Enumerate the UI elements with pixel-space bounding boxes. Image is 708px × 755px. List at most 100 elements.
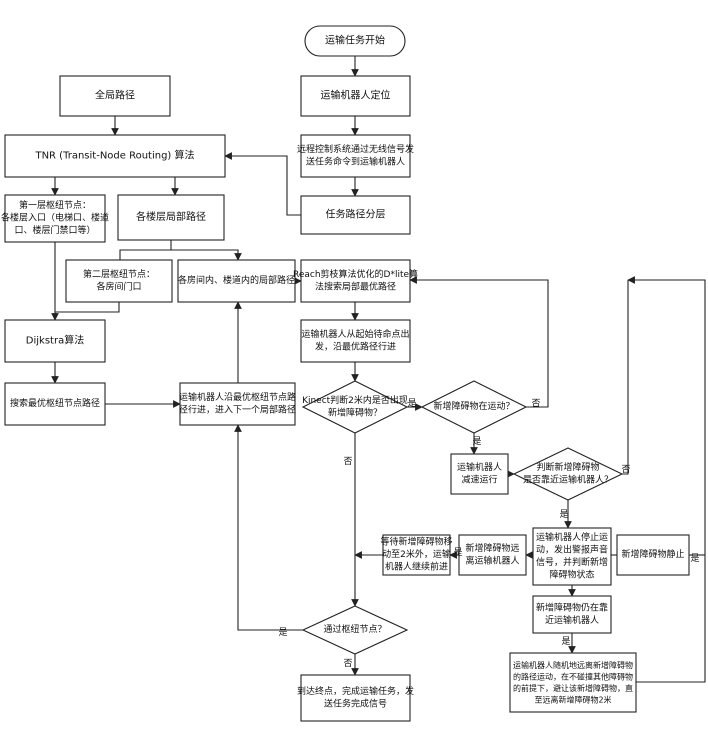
node-end: 到达终点，完成运输任务，发送任务完成信号 bbox=[297, 675, 414, 721]
node-layer: 任务路径分层 bbox=[301, 196, 410, 234]
yes-label: 是 bbox=[561, 636, 570, 647]
node-text: 动，发出警报声音 bbox=[536, 543, 608, 555]
node-bypass: 运输机器人随机地远离新增障碍物的路径运动，在不碰撞其他障碍物的前提下，避让该新增… bbox=[510, 653, 636, 712]
node-text: 全局路径 bbox=[95, 89, 135, 102]
node-kinect: Kinect判断2米内是否出现新增障碍物？ bbox=[302, 381, 408, 433]
node-text: 是否靠近运输机器人？ bbox=[523, 473, 613, 485]
node-search_opt: 搜索最优枢纽节点路径 bbox=[5, 383, 105, 425]
node-hub: 通过枢纽节点？ bbox=[303, 606, 407, 654]
node-text: 运输机器人 bbox=[457, 461, 502, 473]
node-static: 新增障碍物静止 bbox=[617, 535, 689, 575]
node-text: 送任务完成信号 bbox=[324, 697, 387, 709]
node-text: 第二层枢纽节点： bbox=[83, 268, 155, 280]
yes-label: 是 bbox=[278, 627, 287, 638]
process-shape bbox=[533, 596, 611, 633]
yes-label: 是 bbox=[407, 398, 416, 409]
process-shape bbox=[301, 260, 410, 302]
node-still: 新增障碍物仍在靠近运输机器人 bbox=[533, 596, 611, 633]
connector bbox=[225, 156, 301, 215]
shapes: 运输任务开始运输机器人定位远程控制系统通过无线信号发送任务命令到运输机器人任务路… bbox=[1, 26, 689, 721]
no-label: 否 bbox=[343, 658, 352, 669]
node-text: 到达终点，完成运输任务，发 bbox=[297, 685, 414, 697]
node-text: 运输机器人随机地远离新增障碍物 bbox=[513, 660, 633, 670]
node-text: 减速运行 bbox=[461, 473, 497, 485]
yes-label: 是 bbox=[472, 436, 481, 447]
node-text: 各房间内、楼道内的局部路径 bbox=[178, 274, 295, 286]
process-shape bbox=[301, 675, 410, 721]
node-moving: 新增障碍物在运动？ bbox=[422, 381, 526, 433]
process-shape bbox=[451, 454, 508, 494]
node-text: 新增障碍物静止 bbox=[621, 548, 684, 560]
connector bbox=[171, 250, 238, 260]
decision-shape bbox=[514, 448, 622, 500]
node-text: 运输机器人从起始待命点出 bbox=[301, 328, 409, 340]
node-text: 径行进，进入下一个局部路径 bbox=[179, 403, 296, 415]
node-dijkstra: Dijkstra算法 bbox=[5, 320, 105, 362]
node-text: 运输机器人停止运 bbox=[536, 531, 608, 543]
process-shape bbox=[301, 320, 410, 362]
node-text: 障碍物状态 bbox=[549, 568, 594, 580]
node-layer2: 第二层枢纽节点：各房间门口 bbox=[66, 260, 172, 302]
node-text: 送任务命令到运输机器人 bbox=[306, 155, 405, 167]
node-text: Dijkstra算法 bbox=[26, 334, 84, 347]
node-text: 远程控制系统通过无线信号发 bbox=[297, 143, 414, 155]
node-text: 运输机器人沿最优枢纽节点路 bbox=[179, 391, 296, 403]
node-text: 各楼层局部路径 bbox=[136, 210, 206, 223]
connector bbox=[622, 280, 628, 474]
node-locate: 运输机器人定位 bbox=[301, 76, 410, 116]
node-text: 信号，并判断新增 bbox=[536, 556, 608, 568]
node-text: 离运输机器人 bbox=[465, 554, 519, 566]
node-text: 判断新增障碍物 bbox=[536, 461, 599, 473]
node-text: 近运输机器人 bbox=[545, 614, 599, 626]
node-text: 法搜索局部最优路径 bbox=[315, 280, 396, 292]
node-text: 各房间门口 bbox=[96, 280, 141, 292]
connector bbox=[120, 240, 171, 260]
node-wait: 等待新增障碍物移动至2米外，运输机器人继续前进 bbox=[380, 535, 452, 575]
no-label: 否 bbox=[531, 398, 540, 409]
connector bbox=[55, 302, 119, 312]
node-text: 等待新增障碍物移 bbox=[380, 536, 452, 548]
process-shape bbox=[301, 135, 410, 177]
node-text: 第一层枢纽节点： bbox=[19, 199, 91, 211]
yes-label: 是 bbox=[453, 547, 462, 558]
no-label: 否 bbox=[621, 464, 630, 475]
node-depart: 运输机器人从起始待命点出发，沿最优路径行进 bbox=[301, 320, 410, 362]
node-slow: 运输机器人减速运行 bbox=[451, 454, 508, 494]
node-text: 的路径运动，在不碰撞其他障碍物 bbox=[513, 671, 633, 681]
node-away: 新增障碍物远离运输机器人 bbox=[459, 535, 526, 575]
node-text: 新增障碍物？ bbox=[328, 406, 382, 418]
node-text: 新增障碍物在运动？ bbox=[433, 400, 514, 412]
node-stop: 运输机器人停止运动，发出警报声音信号，并判断新增障碍物状态 bbox=[533, 528, 611, 585]
node-text: 口、楼层门禁口等） bbox=[14, 224, 95, 236]
decision-shape bbox=[303, 381, 407, 433]
node-text: 运输任务开始 bbox=[325, 34, 385, 47]
node-remote: 远程控制系统通过无线信号发送任务命令到运输机器人 bbox=[297, 135, 414, 177]
node-along: 运输机器人沿最优枢纽节点路径行进，进入下一个局部路径 bbox=[179, 383, 296, 425]
node-text: 的前提下，避让该新增障碍物，直 bbox=[513, 683, 633, 693]
process-shape bbox=[459, 535, 526, 575]
connector bbox=[238, 425, 303, 630]
node-start: 运输任务开始 bbox=[305, 26, 405, 56]
process-shape bbox=[66, 260, 172, 302]
node-text: 新增障碍物仍在靠 bbox=[536, 601, 608, 613]
node-text: 新增障碍物远 bbox=[465, 542, 519, 554]
node-text: TNR (Transit-Node Routing) 算法 bbox=[34, 149, 194, 162]
yes-label: 是 bbox=[690, 553, 699, 564]
node-text: 运输机器人定位 bbox=[321, 89, 391, 102]
node-text: 至远离新增障碍物2米 bbox=[534, 694, 611, 704]
node-text: 各楼层入口（电梯口、楼道 bbox=[1, 212, 109, 224]
node-text: 任务路径分层 bbox=[326, 208, 386, 221]
node-approach: 判断新增障碍物是否靠近运输机器人？ bbox=[514, 448, 622, 500]
node-roomlocal: 各房间内、楼道内的局部路径 bbox=[178, 260, 295, 302]
node-reach: Reach剪枝算法优化的D*lite算法搜索局部最优路径 bbox=[293, 260, 418, 302]
node-global: 全局路径 bbox=[60, 76, 170, 116]
node-floorlocal: 各楼层局部路径 bbox=[118, 195, 224, 240]
node-tnr: TNR (Transit-Node Routing) 算法 bbox=[5, 135, 225, 177]
node-text: 机器人继续前进 bbox=[385, 561, 448, 573]
connector bbox=[628, 280, 705, 682]
node-layer1: 第一层枢纽节点：各楼层入口（电梯口、楼道口、楼层门禁口等） bbox=[1, 195, 109, 242]
node-text: 动至2米外，运输 bbox=[382, 548, 451, 560]
node-text: 发，沿最优路径行进 bbox=[315, 340, 396, 352]
node-text: 通过枢纽节点？ bbox=[323, 623, 386, 635]
